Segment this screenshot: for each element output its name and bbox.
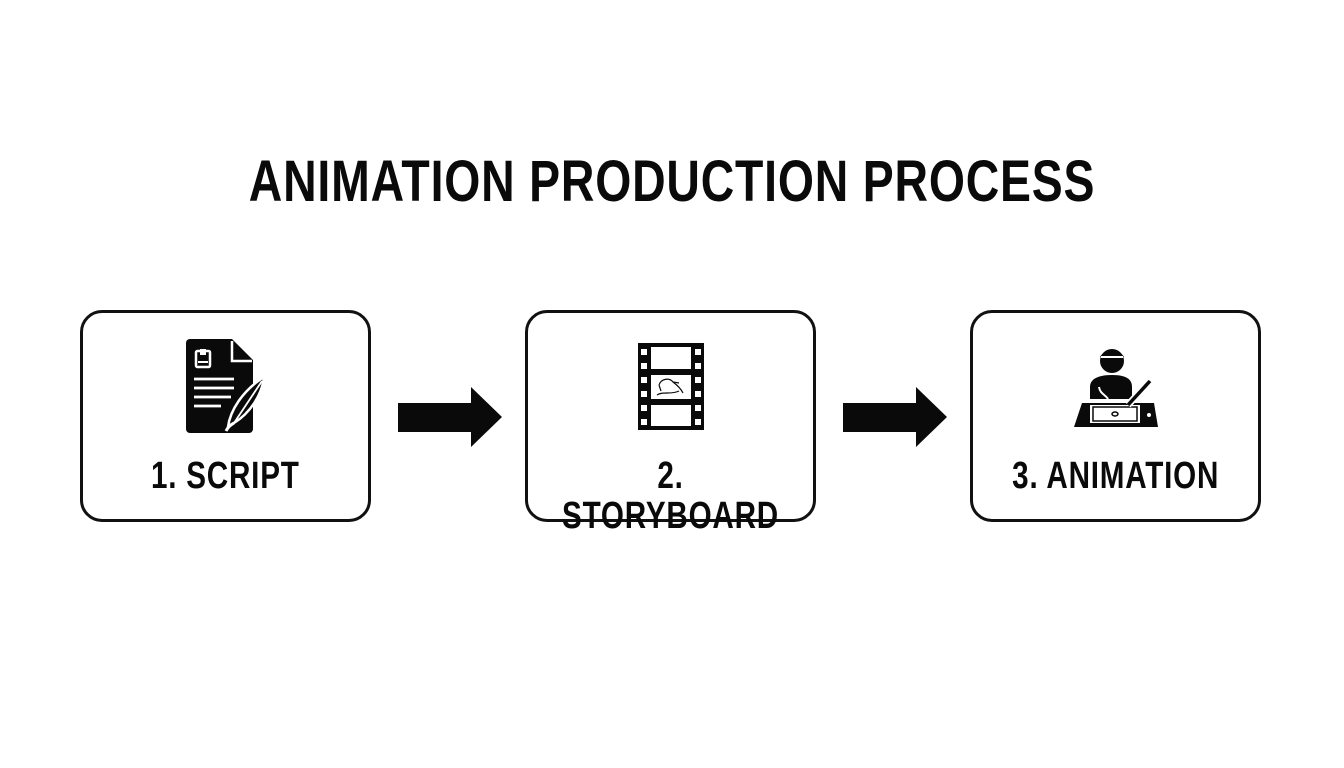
diagram-title-text: ANIMATION PRODUCTION PROCESS [248, 149, 1096, 214]
film-strip-icon [637, 343, 704, 430]
step-label: 3. ANIMATION [1012, 455, 1219, 497]
animator-drawing-tablet-icon [1073, 349, 1158, 427]
step-label: 1. SCRIPT [151, 455, 300, 497]
diagram-title: ANIMATION PRODUCTION PROCESS [0, 150, 1344, 214]
arrow-right-icon [398, 387, 502, 447]
step-label: 2. STORYBOARD [562, 455, 779, 537]
step-box-storyboard: 2. STORYBOARD [525, 310, 816, 536]
step-box-animation: 3. ANIMATION [970, 310, 1261, 522]
step-box-script: 1. SCRIPT [80, 310, 371, 522]
arrow-right-icon [843, 387, 947, 447]
script-document-quill-icon [185, 339, 266, 433]
